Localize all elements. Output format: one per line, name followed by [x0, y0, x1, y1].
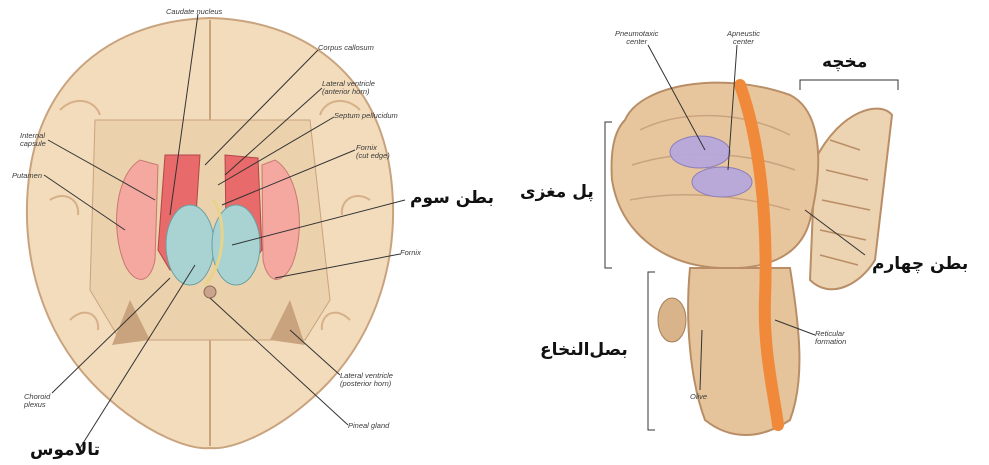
label-third-ventricle-fa: بطن سوم — [410, 188, 494, 208]
label-reticular-formation: Reticular formation — [815, 330, 846, 346]
label-fourth-ventricle-fa: بطن چهارم — [872, 254, 968, 274]
label-caudate-nucleus: Caudate nucleus — [166, 8, 222, 16]
label-fornix: Fornix — [400, 249, 421, 257]
label-internal-capsule: Internal capsule — [20, 132, 46, 148]
label-putamen: Putamen — [12, 172, 42, 180]
label-septum-pellucidum: Septum pellucidum — [334, 112, 398, 120]
label-apneustic-center: Apneustic center — [727, 30, 760, 46]
label-corpus-callosum: Corpus callosum — [318, 44, 374, 52]
label-medulla-fa: بصل‌النخاع — [540, 340, 628, 360]
label-lateral-ventricle-anterior: Lateral ventricle (anterior horn) — [322, 80, 375, 96]
label-fornix-cut-edge: Fornix (cut edge) — [356, 144, 390, 160]
label-lateral-ventricle-posterior: Lateral ventricle (posterior horn) — [340, 372, 393, 388]
label-thalamus-fa: تالاموس — [30, 440, 100, 460]
label-olive: Olive — [690, 393, 707, 401]
label-choroid-plexus: Choroid plexus — [24, 393, 50, 409]
brainstem — [612, 83, 892, 435]
label-cerebellum-fa: مخچه — [822, 52, 867, 72]
label-pineal-gland: Pineal gland — [348, 422, 389, 430]
label-pneumotaxic-center: Pneumotaxic center — [615, 30, 658, 46]
label-pons-fa: پل مغزی — [520, 182, 594, 202]
